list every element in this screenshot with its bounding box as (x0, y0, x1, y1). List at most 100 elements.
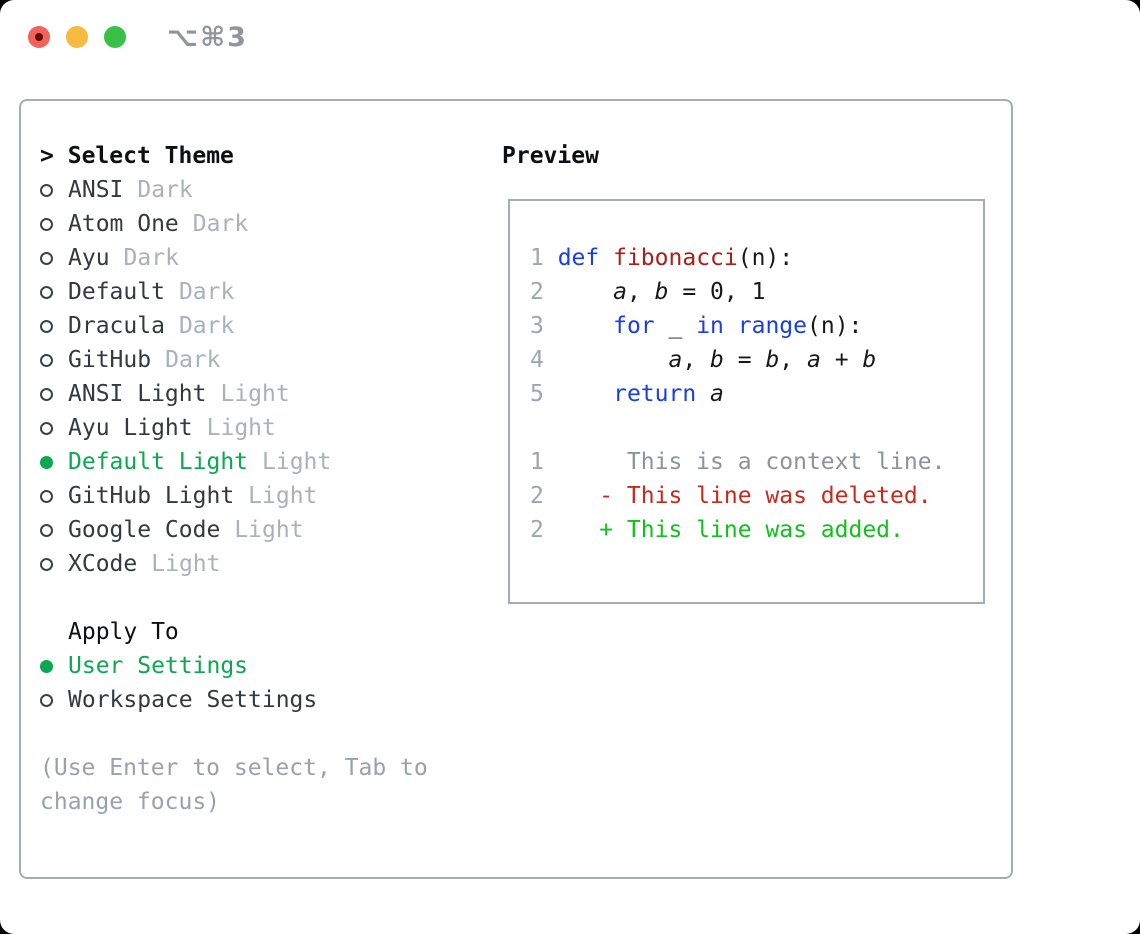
theme-variant-tag: Dark (165, 347, 221, 373)
code-line: 3 for _ in range(n): (530, 309, 983, 343)
theme-variant-tag: Light (206, 415, 276, 441)
theme-variant-tag: Dark (178, 279, 235, 305)
code-token-var: a (807, 347, 821, 373)
code-line: 4 a, b = b, a + b (530, 343, 983, 377)
code-token-plain (724, 313, 738, 339)
theme-option-dracula[interactable]: Dracula Dark (40, 309, 490, 343)
select-theme-header: > Select Theme (40, 139, 490, 173)
theme-option-ayu[interactable]: Ayu Dark (40, 241, 490, 275)
theme-option-default[interactable]: Default Dark (40, 275, 490, 309)
hint-line-2: change focus) (40, 789, 221, 815)
line-number: 5 (530, 381, 544, 407)
select-theme-title: Select Theme (67, 143, 234, 169)
preview-column: Preview 1 def fibonacci (n): 2 a, b = 0, 1… (502, 139, 1002, 604)
theme-option-github-light[interactable]: GitHub Light Light (40, 479, 490, 513)
theme-option-ansi-light[interactable]: ANSI Light Light (40, 377, 490, 411)
code-token-plain: (n): (807, 313, 863, 339)
radio-unselected-icon (40, 490, 53, 503)
code-token-add: + This line was added. (543, 517, 904, 543)
theme-variant-tag: Light (234, 517, 304, 543)
radio-unselected-icon (40, 422, 53, 435)
theme-name: Default (68, 279, 165, 305)
theme-variant-tag: Dark (192, 211, 249, 237)
code-line (530, 411, 983, 445)
code-token-plain (544, 381, 613, 407)
theme-name: ANSI Light (68, 381, 207, 407)
preview-title: Preview (502, 143, 599, 169)
theme-option-xcode[interactable]: XCode Light (40, 547, 490, 581)
line-number: 3 (530, 313, 544, 339)
code-token-var: a (613, 279, 627, 305)
radio-unselected-icon (40, 252, 53, 265)
radio-unselected-icon (40, 558, 53, 571)
theme-variant-tag: Dark (178, 313, 235, 339)
theme-name: GitHub Light (68, 483, 235, 509)
code-token-plain (599, 245, 613, 271)
theme-name: Google Code (68, 517, 221, 543)
line-number: 1 (530, 449, 544, 475)
code-line: 2 - This line was deleted. (530, 479, 983, 513)
theme-name: XCode (68, 551, 138, 577)
zoom-button[interactable] (104, 26, 126, 48)
code-token-kw: in (696, 313, 724, 339)
code-line: 2 a, b = 0, 1 (530, 275, 983, 309)
code-line: 5 return a (530, 377, 983, 411)
code-token-var: b (765, 347, 780, 373)
spacer-row (40, 581, 490, 615)
radio-unselected-icon (40, 218, 53, 231)
apply-option-user-settings[interactable]: User Settings (40, 649, 490, 683)
code-token-del: - This line was deleted. (543, 483, 932, 509)
apply-option-label: User Settings (68, 653, 249, 679)
theme-name: Dracula (68, 313, 165, 339)
code-line: 1 This is a context line. (530, 445, 983, 479)
theme-variant-tag: Light (151, 551, 221, 577)
code-token-plain (696, 381, 710, 407)
code-token-var: b (654, 279, 669, 305)
prompt-caret: > (40, 143, 54, 169)
radio-unselected-icon (40, 354, 53, 367)
code-token-plain (544, 347, 669, 373)
code-token-plain: , (682, 347, 711, 373)
theme-option-google-code[interactable]: Google Code Light (40, 513, 490, 547)
radio-unselected-icon (40, 184, 53, 197)
radio-unselected-icon (40, 694, 53, 707)
code-line: 2 + This line was added. (530, 513, 983, 547)
code-token-ctx: This is a context line. (543, 449, 946, 475)
theme-variant-tag: Dark (123, 245, 179, 271)
code-token-plain: , (779, 347, 807, 373)
theme-option-github[interactable]: GitHub Dark (40, 343, 490, 377)
minimize-button[interactable] (66, 26, 88, 48)
theme-variant-tag: Light (262, 449, 332, 475)
code-token-fn: fibonacci (613, 245, 738, 271)
code-token-plain (544, 313, 613, 339)
apply-option-workspace-settings[interactable]: Workspace Settings (40, 683, 490, 717)
theme-name: GitHub (68, 347, 152, 373)
radio-unselected-icon (40, 286, 53, 299)
line-number: 2 (530, 279, 544, 305)
code-token-kw: def (557, 245, 600, 271)
code-token-plain: , (626, 279, 655, 305)
theme-name: Ayu (68, 245, 110, 271)
radio-unselected-icon (40, 388, 53, 401)
theme-variant-tag: Light (220, 381, 290, 407)
code-token-var: a (710, 381, 724, 407)
line-number: 2 (530, 483, 544, 509)
theme-name: ANSI (68, 177, 124, 203)
code-token-plain: = (723, 347, 766, 373)
line-number: 4 (530, 347, 544, 373)
code-token-kw: for (613, 313, 655, 339)
code-token-plain (544, 245, 558, 271)
code-token-kw: return (613, 381, 697, 407)
theme-variant-tag: Light (248, 483, 318, 509)
code-token-plain (544, 279, 613, 305)
close-button[interactable] (28, 26, 50, 48)
